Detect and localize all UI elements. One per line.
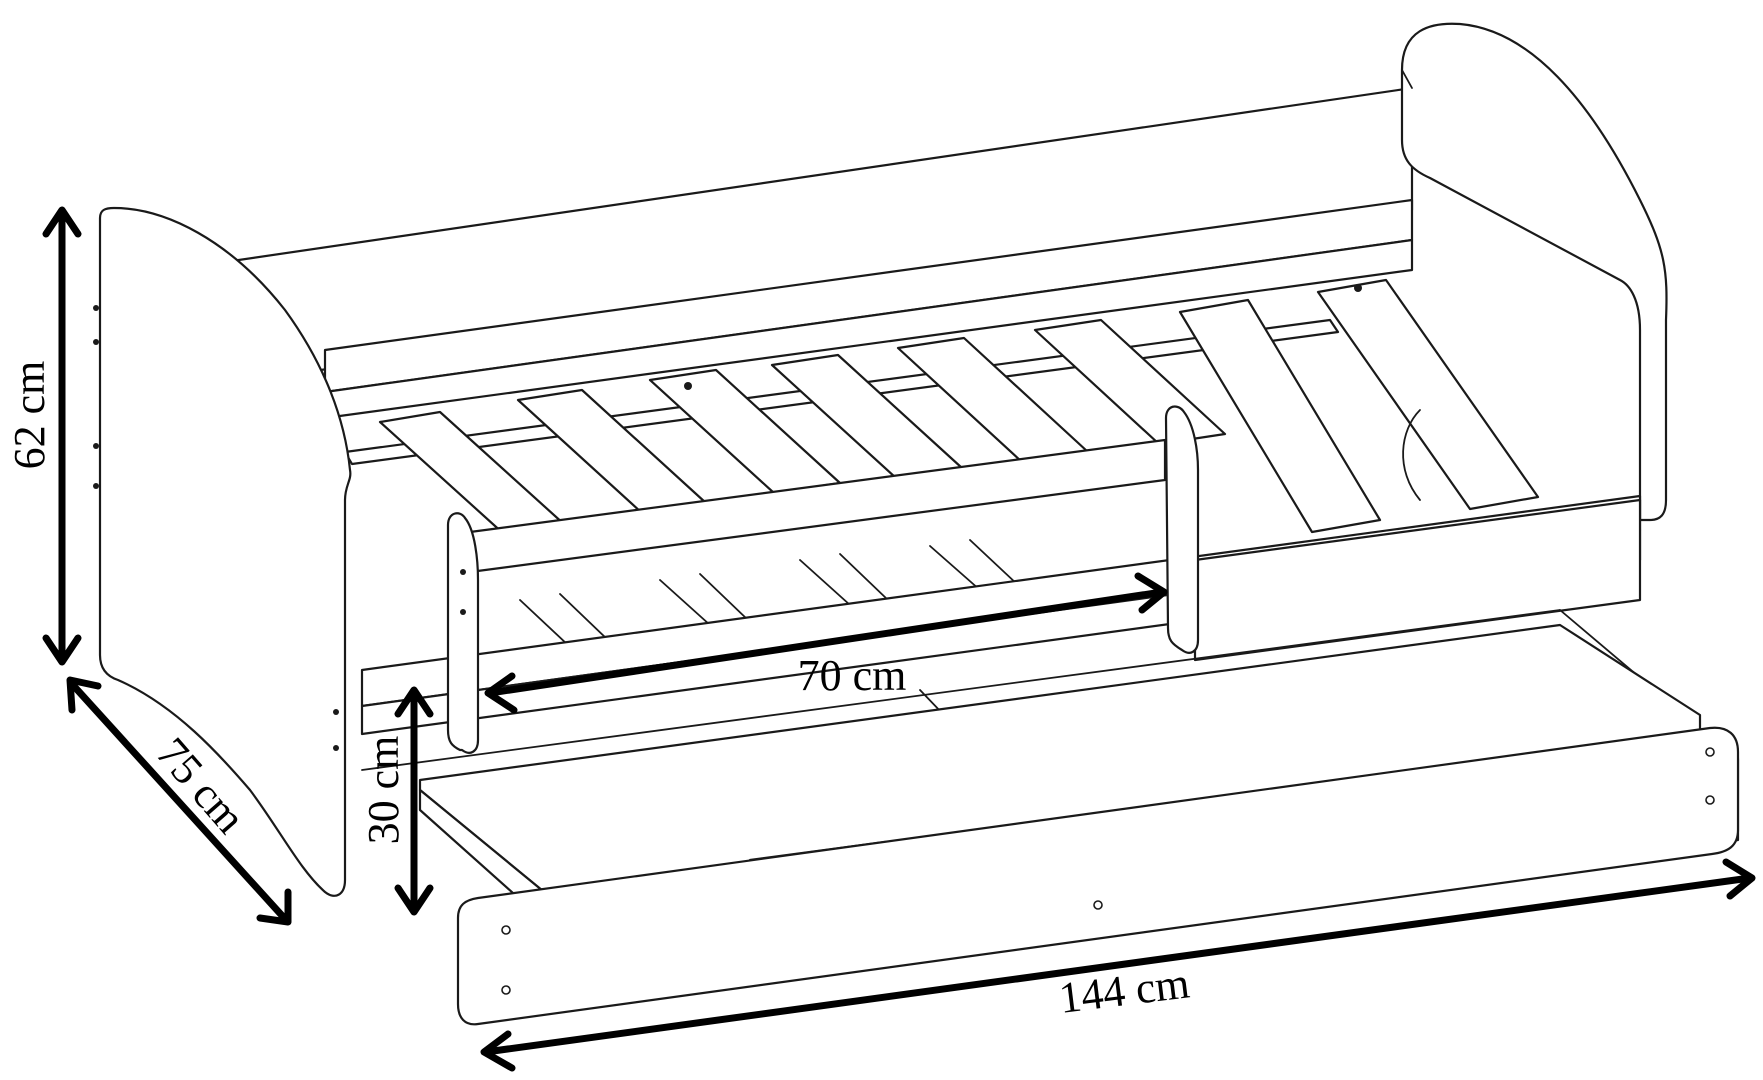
- guard-rail-length-label: 70 cm: [798, 651, 907, 700]
- rail-screw-hole: [460, 609, 466, 615]
- depth-arrow: [66, 676, 292, 926]
- left-footboard: [93, 206, 352, 897]
- height-arrow: [42, 206, 82, 666]
- drawer-screw-hole: [1705, 747, 1715, 757]
- footboard-screw-hole: [93, 483, 99, 489]
- bed-slats: [378, 278, 1540, 537]
- rail-screw-hole: [460, 569, 466, 575]
- right-headboard: [1400, 22, 1668, 522]
- drawer-screw-hole: [501, 985, 511, 995]
- guard-rail: [446, 405, 1200, 754]
- front-frame: [360, 494, 1642, 736]
- drawer-screw-hole: [1093, 900, 1103, 910]
- drawer-height-arrow: [394, 686, 434, 916]
- drawer-front-panel: [456, 726, 1740, 1026]
- footboard-screw-hole: [93, 305, 99, 311]
- slat-screw-hole: [684, 382, 692, 390]
- footboard-screw-hole: [333, 709, 339, 715]
- drawer-height-label: 30 cm: [359, 736, 408, 845]
- slat-screw-hole: [1354, 284, 1362, 292]
- back-panel: [223, 86, 1414, 420]
- drawer-screw-hole: [501, 925, 511, 935]
- lower-slats: [519, 539, 1019, 646]
- drawer-screw-hole: [1705, 795, 1715, 805]
- footboard-screw-hole: [93, 443, 99, 449]
- guard-rail-length-arrow: [484, 572, 1168, 714]
- height-label: 62 cm: [5, 361, 54, 470]
- footboard-screw-hole: [93, 339, 99, 345]
- length-arrow: [480, 858, 1756, 1072]
- footboard-screw-hole: [333, 745, 339, 751]
